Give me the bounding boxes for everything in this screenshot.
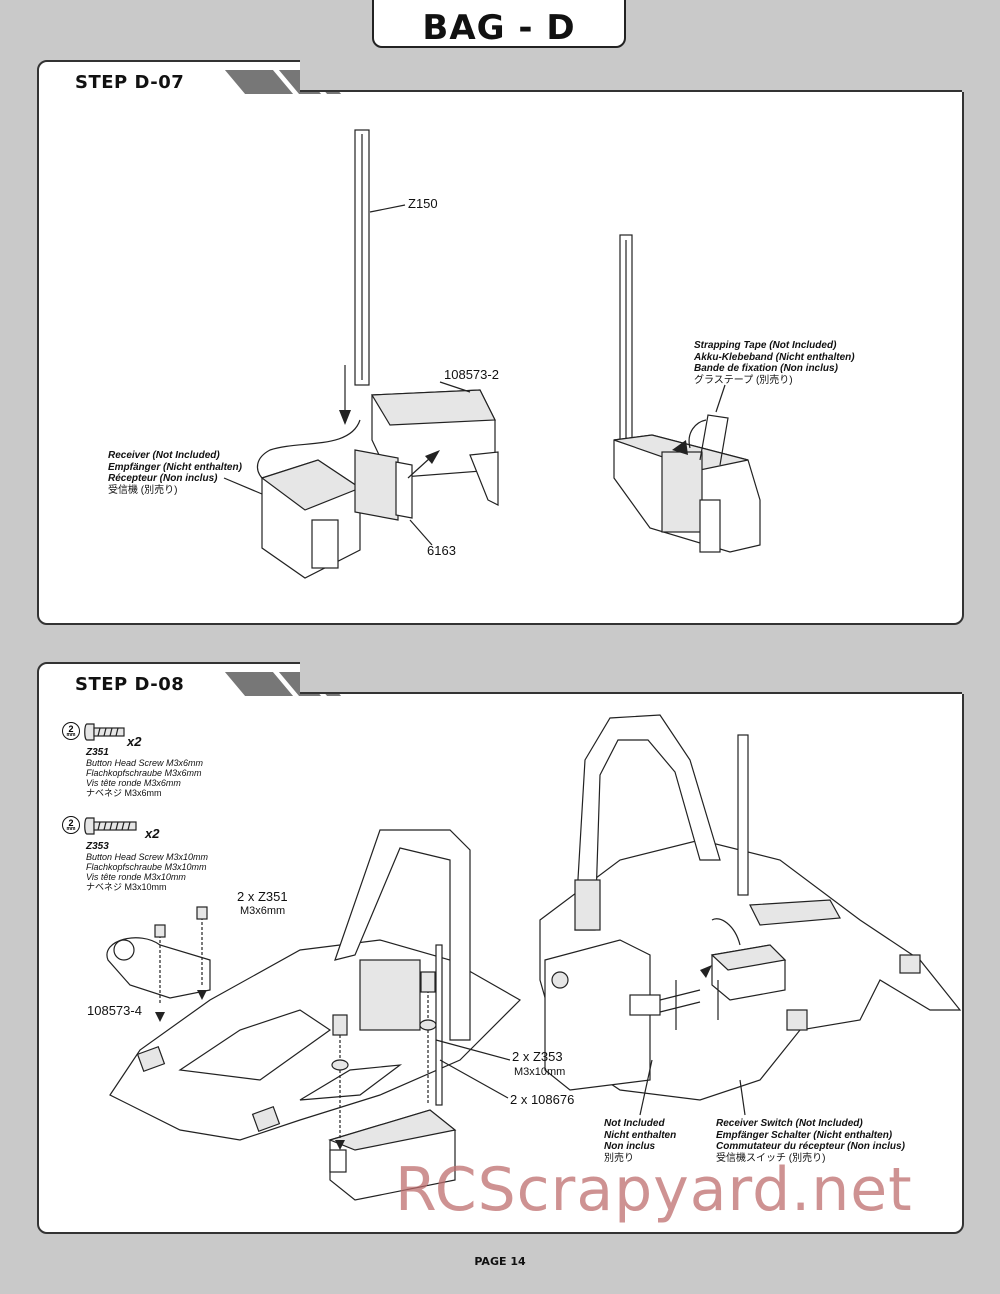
step-d07-panel: STEP D-07 bbox=[37, 60, 964, 625]
screw-z353-spec: Z353 Button Head Screw M3x10mm Flachkopf… bbox=[86, 841, 209, 893]
callout-108573-4: 108573-4 bbox=[87, 1003, 142, 1018]
screw-z351-qty: x2 bbox=[127, 734, 142, 749]
chassis-hoop-right bbox=[574, 714, 721, 931]
receiver-note-de: Empfänger (Nicht enthalten) bbox=[108, 461, 242, 473]
screw-z353-code: Z353 bbox=[86, 841, 109, 852]
callout-z353-qty: 2 x Z353 bbox=[512, 1049, 563, 1064]
page-number: PAGE 14 bbox=[474, 1255, 526, 1268]
screw-z351-icon bbox=[84, 723, 125, 741]
strapping-note-en: Strapping Tape (Not Included) bbox=[694, 340, 837, 351]
chassis-hoop-left bbox=[334, 829, 471, 1041]
screw-z353-icon bbox=[84, 817, 137, 835]
strapping-note-fr: Bande de fixation (Non inclus) bbox=[694, 363, 838, 374]
step-d08-header-cover bbox=[300, 662, 964, 694]
strapping-note-de: Akku-Klebeband (Nicht enthalten) bbox=[694, 351, 855, 363]
callout-108676: 2 x 108676 bbox=[510, 1092, 575, 1107]
step-d07-header-cover bbox=[300, 60, 964, 92]
servo-right bbox=[544, 939, 651, 1091]
step-d07-header-edge bbox=[300, 90, 962, 92]
callout-108573-2: 108573-2 bbox=[444, 367, 499, 382]
step-d08-header-edge bbox=[300, 692, 962, 694]
step-d07-title: STEP D-07 bbox=[75, 72, 185, 93]
step-d08-title: STEP D-08 bbox=[75, 674, 185, 695]
bag-title-tab: BAG - D bbox=[372, 0, 626, 48]
callout-z353-size: M3x10mm bbox=[514, 1066, 566, 1078]
bag-title: BAG - D bbox=[422, 8, 576, 48]
receiver-switch-note: Receiver Switch (Not Included) Empfänger… bbox=[716, 1118, 905, 1164]
receiver-note-en: Receiver (Not Included) bbox=[108, 450, 220, 461]
screw-z353-qty: x2 bbox=[145, 826, 160, 841]
double-sided-tape bbox=[354, 449, 399, 521]
not-included-note: Not Included Nicht enthalten Non inclus … bbox=[604, 1118, 677, 1164]
screw-z351-spec: Z351 Button Head Screw M3x6mm Flachkopfs… bbox=[86, 747, 204, 799]
watermark-text: RCScrapyard.net bbox=[395, 1155, 913, 1225]
callout-z351-size: M3x6mm bbox=[240, 905, 286, 917]
strapping-note-jp: グラステープ (別売り) bbox=[694, 374, 793, 386]
step-d07-illustration bbox=[223, 129, 761, 579]
receiver-note-fr: Récepteur (Non inclus) bbox=[108, 473, 218, 484]
callout-z150: Z150 bbox=[408, 196, 438, 211]
callout-6163: 6163 bbox=[427, 543, 456, 558]
strapping-tape-note: Strapping Tape (Not Included) Akku-Klebe… bbox=[694, 340, 855, 386]
callout-z351-qty: 2 x Z351 bbox=[237, 889, 288, 904]
screw-z351-code: Z351 bbox=[86, 747, 109, 758]
receiver-note-jp: 受信機 (別売り) bbox=[108, 484, 178, 496]
receiver-note: Receiver (Not Included) Empfänger (Nicht… bbox=[108, 450, 242, 496]
